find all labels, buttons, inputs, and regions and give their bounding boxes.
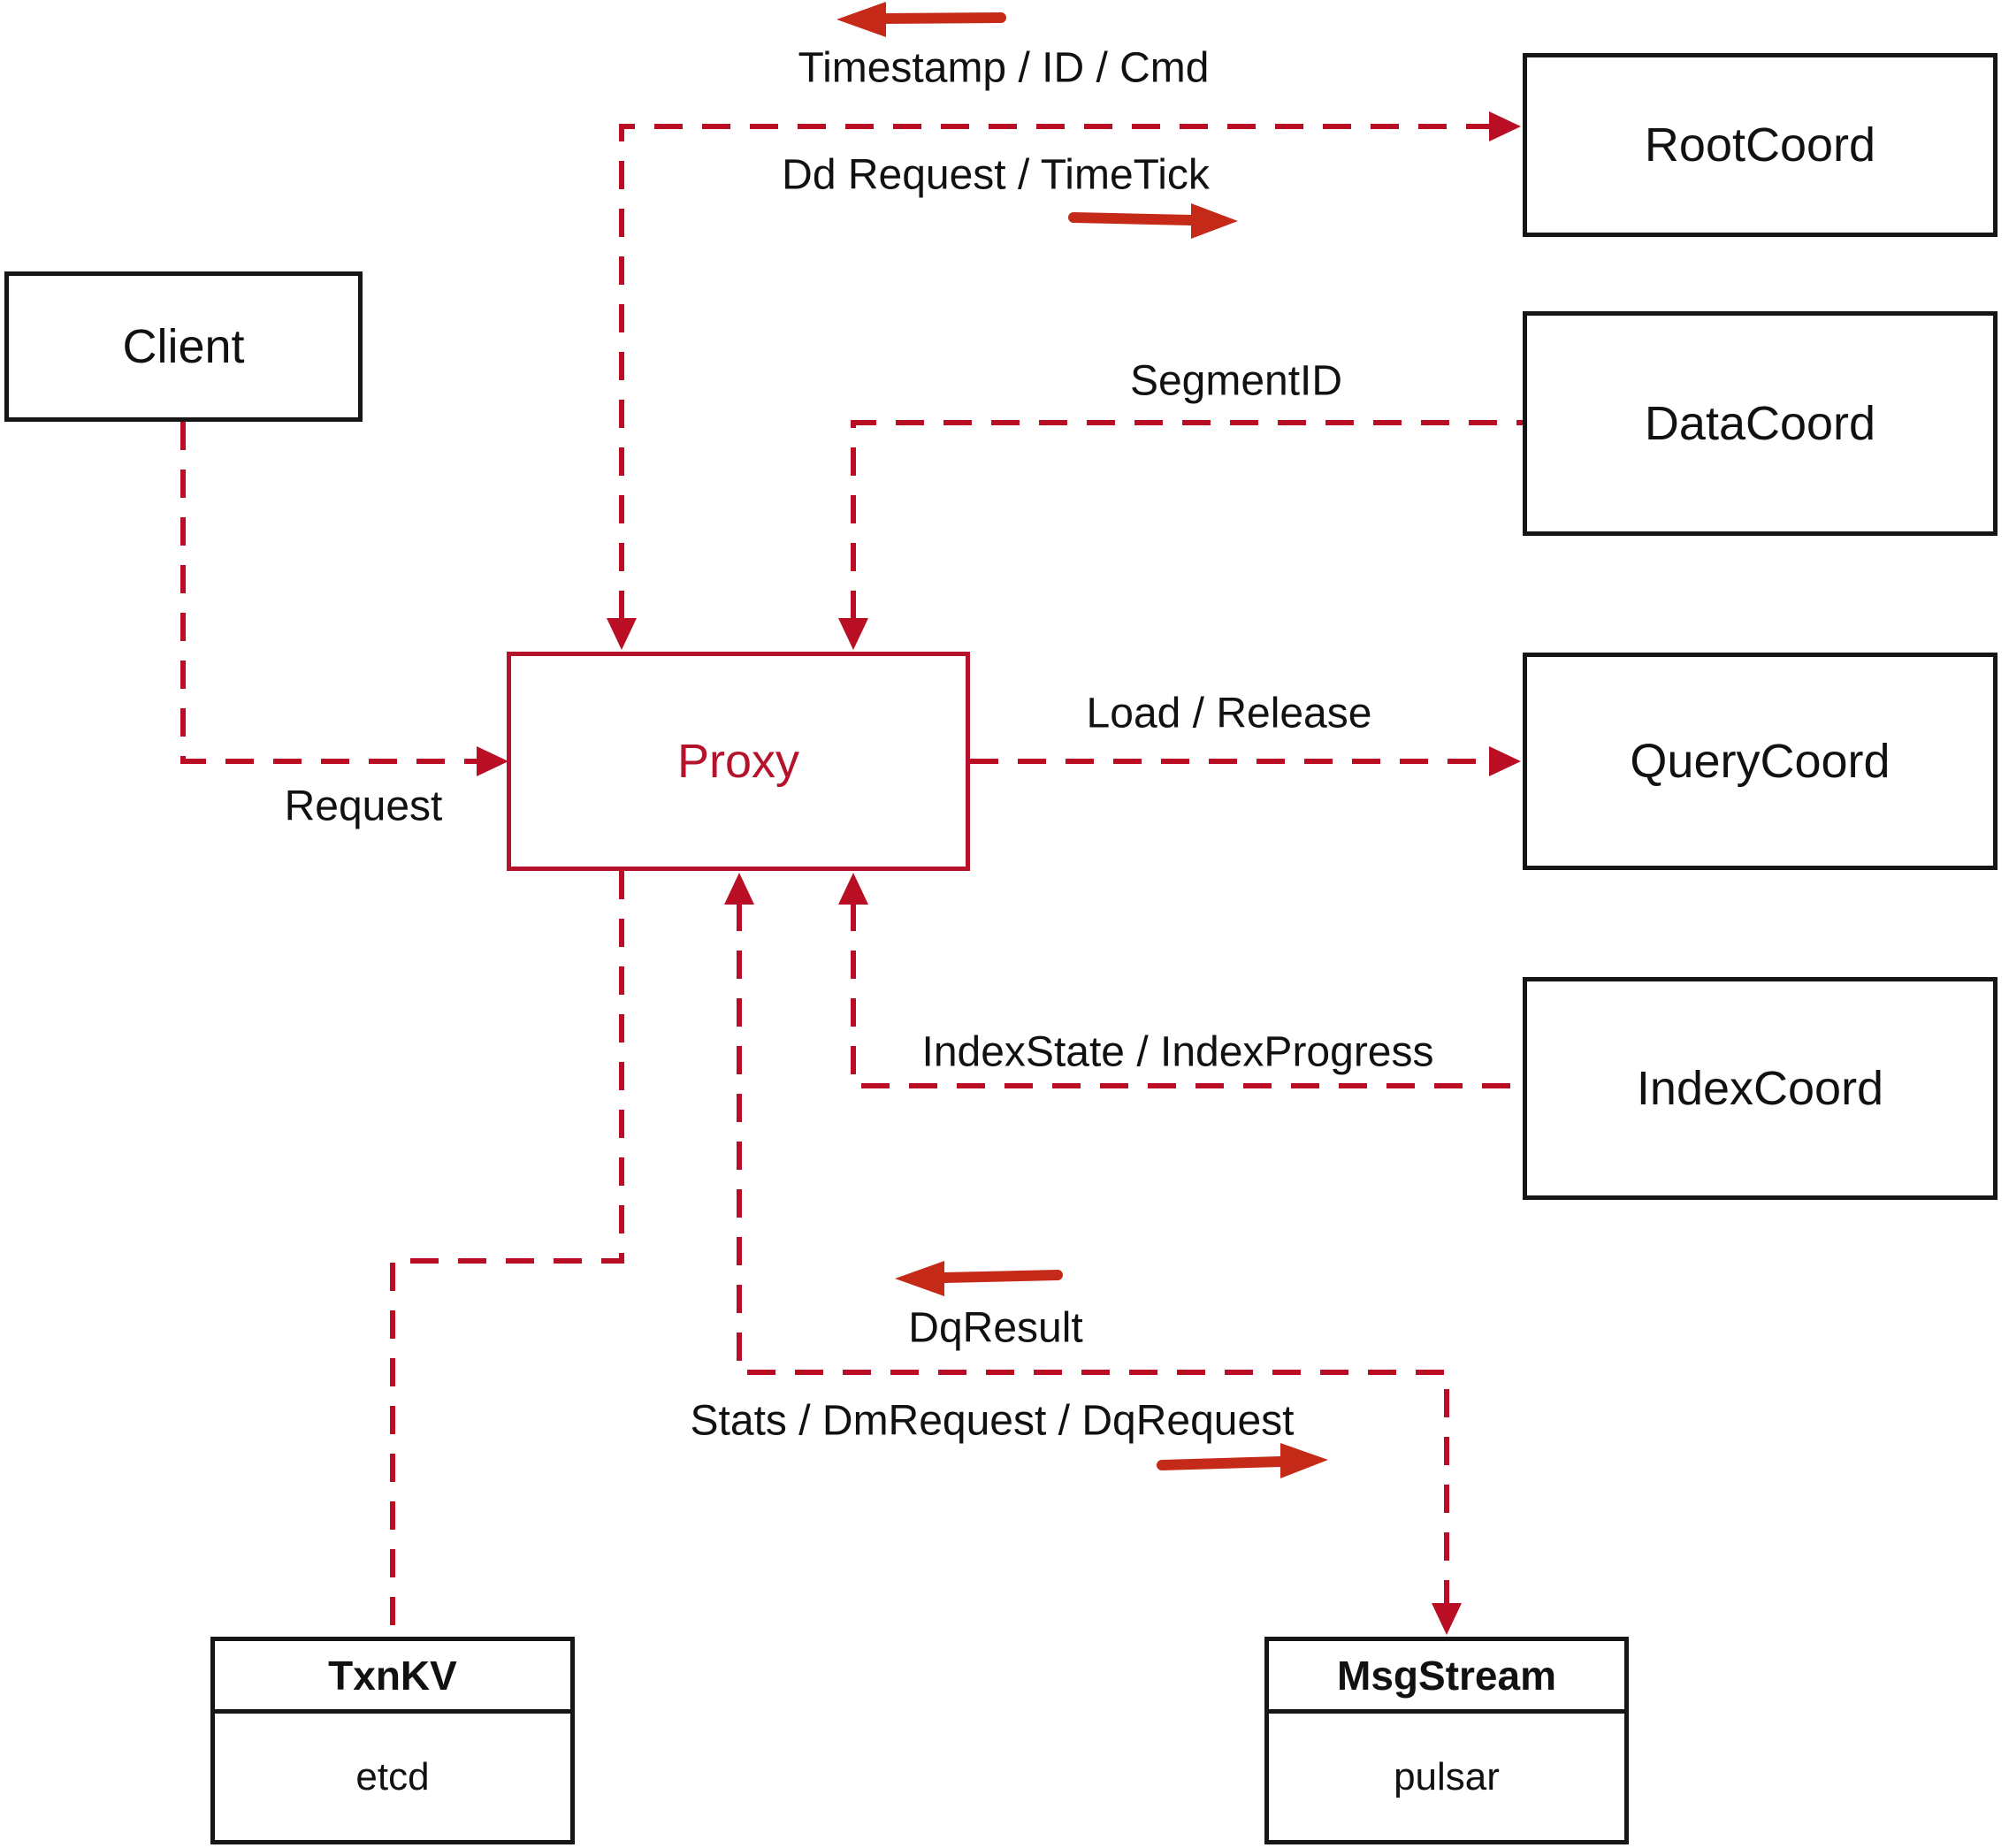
edge-proxy-rootcoord (619, 124, 1491, 619)
store-txnkv-title: TxnKV (215, 1641, 570, 1714)
node-proxy-label: Proxy (676, 735, 800, 788)
node-querycoord: QueryCoord (1523, 653, 1998, 870)
node-client: Client (4, 271, 363, 422)
node-querycoord-label: QueryCoord (1630, 735, 1891, 788)
edge-label-load-release: Load / Release (1086, 690, 1372, 737)
edge-label-index-state-progress: IndexState / IndexProgress (921, 1028, 1434, 1076)
edge-label-segment-id: SegmentID (1129, 357, 1343, 405)
edge-label-dd-request-timetick: Dd Request / TimeTick (782, 151, 1210, 199)
arrowhead-into-proxy-top-right-icon (838, 618, 868, 650)
store-msgstream: MsgStream pulsar (1264, 1637, 1629, 1844)
arrowhead-into-proxy-top-left-icon (607, 618, 637, 650)
direction-arrow-right-ddrequest-icon (1068, 203, 1238, 239)
arrowhead-into-proxy-bottom-right-icon (838, 873, 868, 905)
edge-label-request: Request (284, 783, 443, 830)
edge-proxy-txnkv (390, 871, 624, 1637)
node-rootcoord: RootCoord (1523, 53, 1998, 237)
node-rootcoord-label: RootCoord (1644, 118, 1876, 172)
edge-datacoord-proxy (851, 420, 1523, 619)
node-proxy: Proxy (507, 652, 970, 871)
edge-label-dq-result: DqResult (908, 1304, 1083, 1352)
node-datacoord: DataCoord (1523, 311, 1998, 536)
edge-indexcoord-proxy (851, 903, 1523, 1088)
arrowhead-into-querycoord-icon (1489, 746, 1521, 776)
arrowhead-into-rootcoord-icon (1489, 111, 1521, 141)
store-txnkv-impl: etcd (355, 1754, 430, 1798)
direction-arrow-right-stats-icon (1157, 1443, 1328, 1478)
edge-label-timestamp-id-cmd: Timestamp / ID / Cmd (798, 44, 1210, 92)
direction-arrow-left-timestamp-icon (836, 2, 1006, 37)
arrowhead-into-msgstream-icon (1432, 1603, 1462, 1635)
store-msgstream-impl: pulsar (1394, 1754, 1500, 1798)
node-indexcoord: IndexCoord (1523, 977, 1998, 1200)
direction-arrow-left-dqresult-icon (895, 1261, 1063, 1296)
arrowhead-into-proxy-left-icon (477, 746, 508, 776)
node-datacoord-label: DataCoord (1644, 397, 1876, 450)
store-msgstream-title: MsgStream (1269, 1641, 1624, 1714)
store-txnkv: TxnKV etcd (210, 1637, 575, 1844)
edge-client-proxy (180, 422, 478, 764)
edge-label-stats-dm-dq-request: Stats / DmRequest / DqRequest (690, 1397, 1295, 1445)
edge-proxy-msgstream (737, 903, 1449, 1605)
node-client-label: Client (122, 320, 245, 373)
node-indexcoord-label: IndexCoord (1636, 1062, 1884, 1115)
arrowhead-into-proxy-bottom-mid-icon (724, 873, 754, 905)
